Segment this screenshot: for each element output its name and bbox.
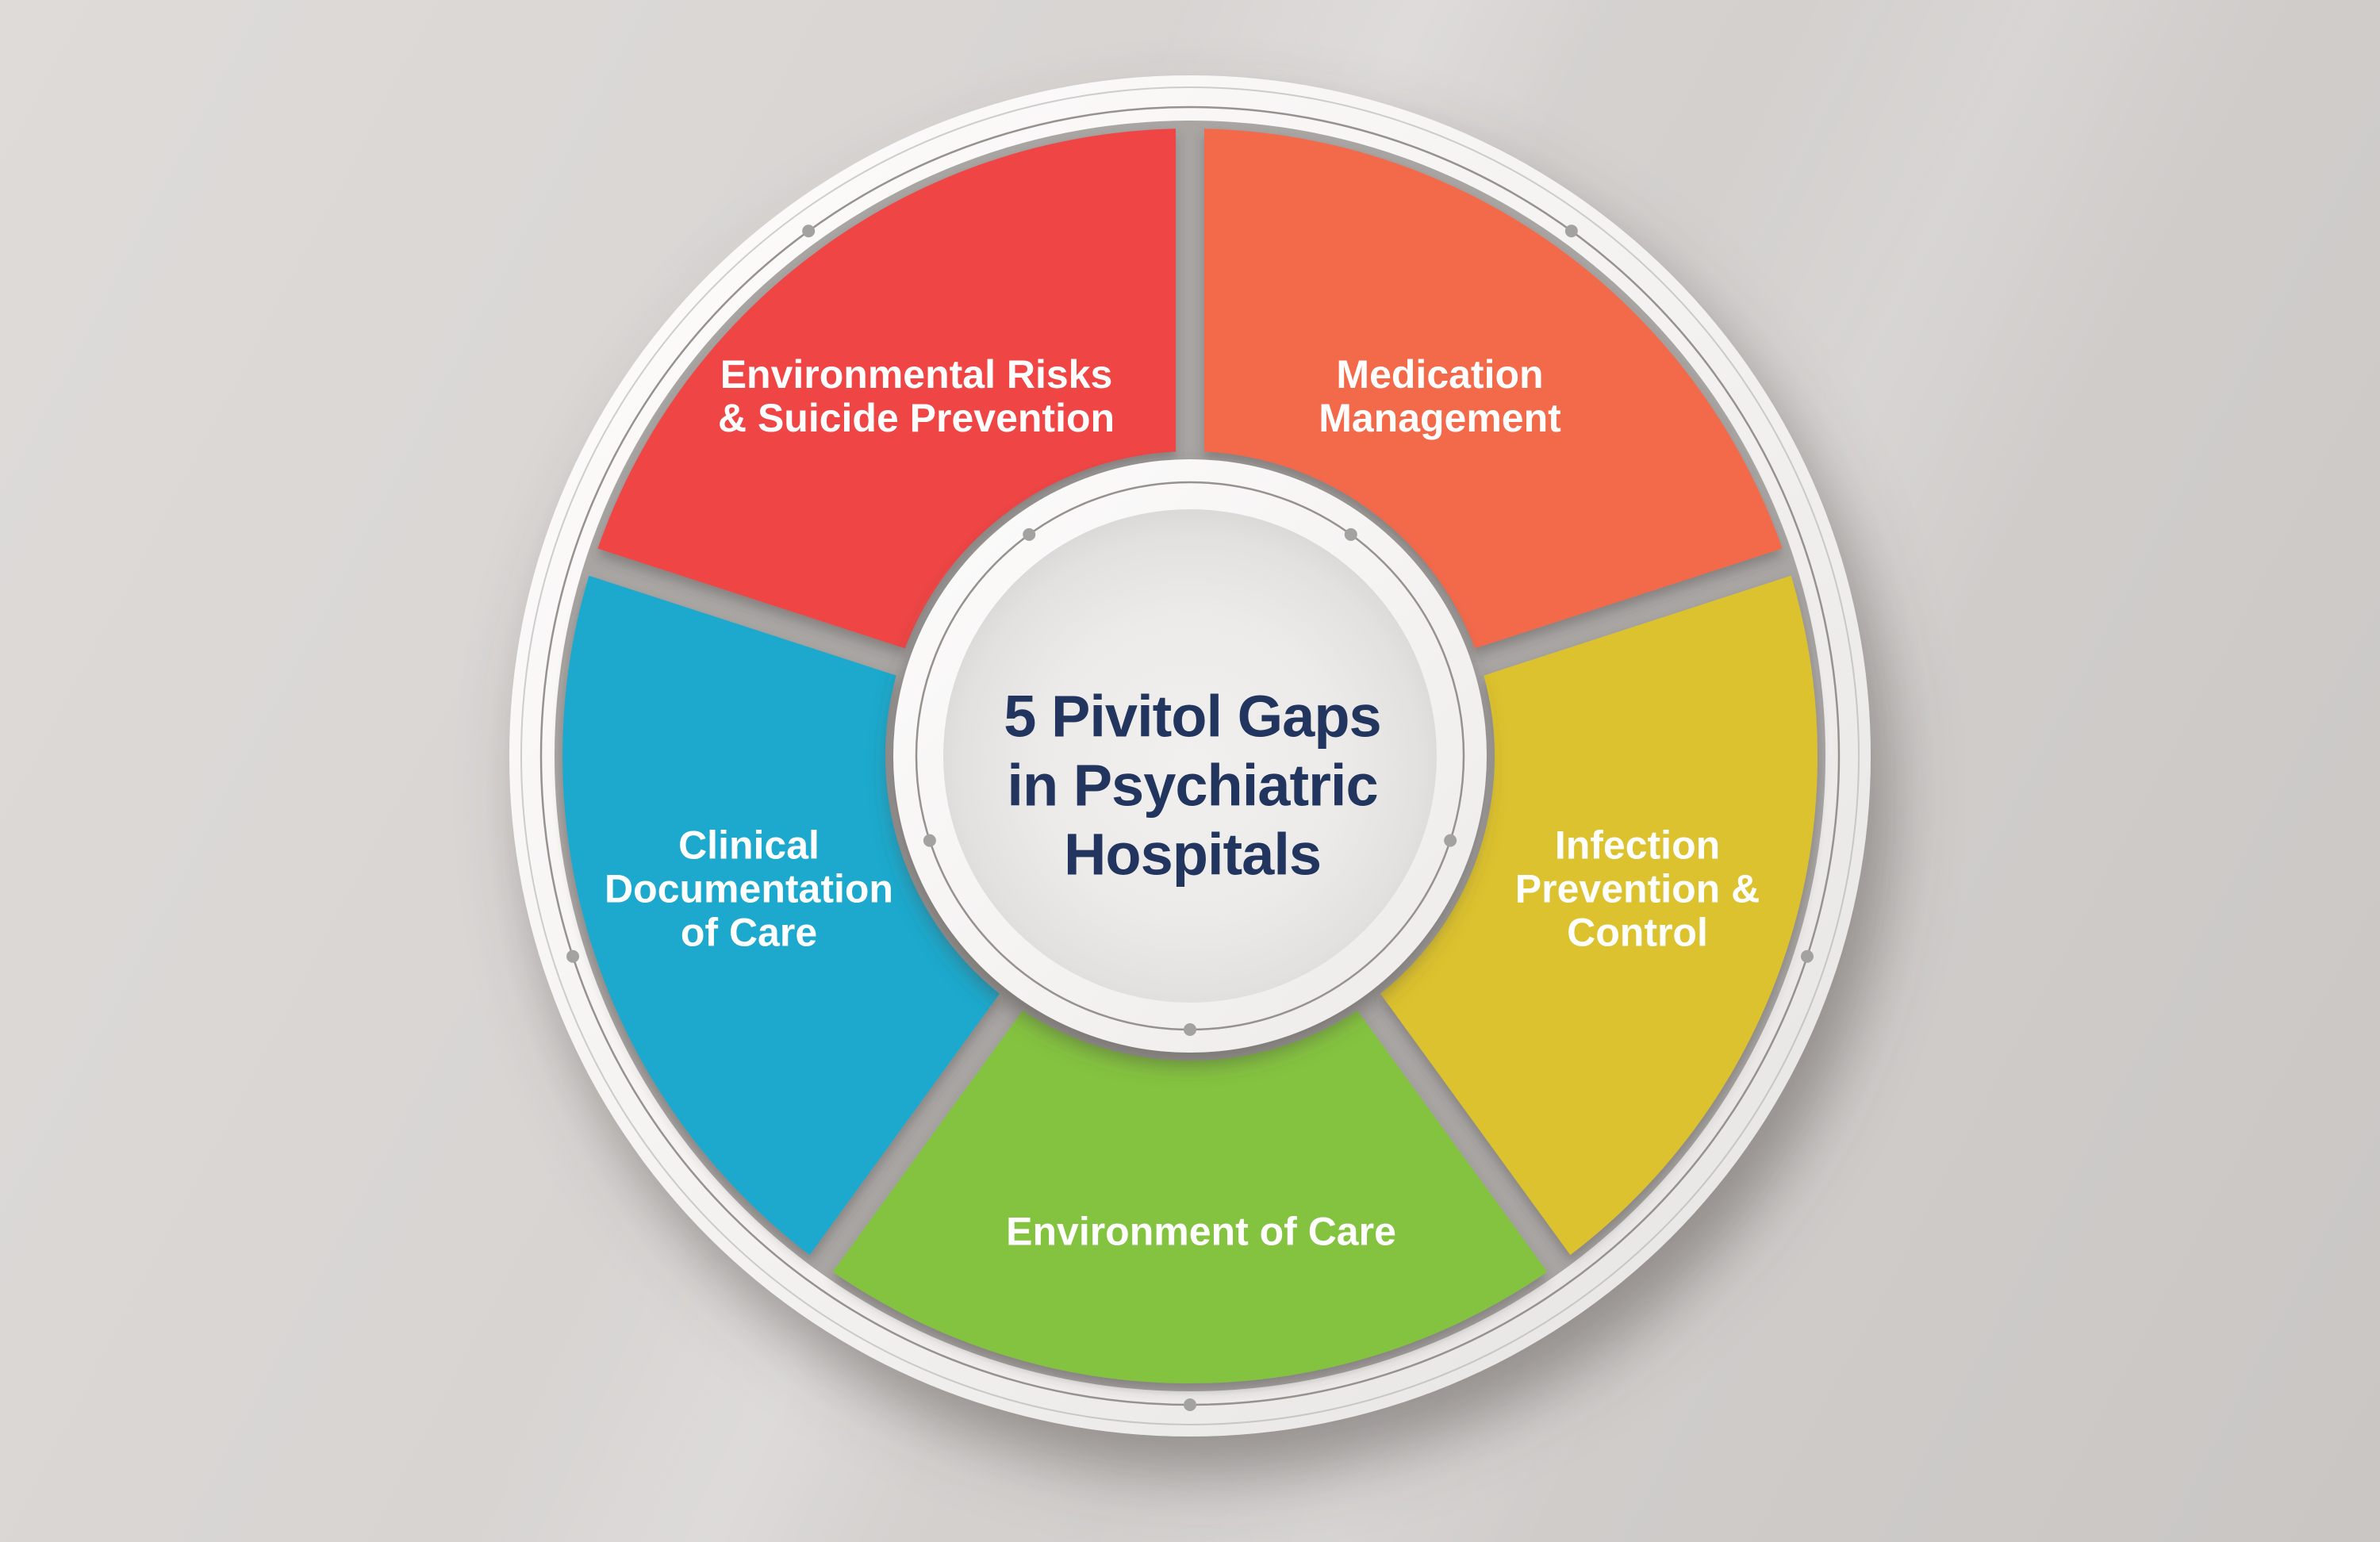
outer-ring-marker-dot bbox=[1800, 949, 1814, 963]
outer-ring-marker-dot bbox=[1184, 1398, 1196, 1411]
segment-label-medication-management: Medication Management bbox=[1319, 352, 1561, 440]
hub-ring-marker-dot bbox=[1023, 527, 1036, 541]
wheel-bevel-line bbox=[520, 86, 1860, 1425]
segment-wedge-infection-prevention-control bbox=[1380, 575, 1818, 1256]
segment-label-infection-prevention-control: Infection Prevention & Control bbox=[1514, 823, 1760, 955]
segment-label-clinical-documentation-of-care: Clinical Documentation of Care bbox=[605, 823, 893, 955]
hub-ring-marker-dot bbox=[1444, 834, 1457, 847]
hub-inner-disc bbox=[943, 509, 1437, 1003]
segment-wedge-clinical-documentation-of-care bbox=[562, 575, 1000, 1256]
hub-title-line: in Psychiatric bbox=[1007, 752, 1378, 819]
segment-wedge-environment-of-care bbox=[832, 1010, 1548, 1384]
segment-label-environment-of-care: Environment of Care bbox=[1006, 1209, 1396, 1254]
outer-ring-marker-dot bbox=[802, 224, 816, 238]
hub-title: 5 Pivitol Gaps in Psychiatric Hospitals bbox=[1004, 682, 1381, 889]
outer-ring-marker-dot bbox=[566, 949, 580, 963]
hub-ring-marker-dot bbox=[1184, 1023, 1196, 1036]
hub-title-line: 5 Pivitol Gaps bbox=[1004, 683, 1381, 750]
hub-title-line: Hospitals bbox=[1063, 821, 1322, 888]
segment-wedges bbox=[562, 128, 1818, 1384]
segment-wedge-environmental-risks-suicide-prevention bbox=[597, 128, 1176, 649]
outer-ring-marker-dot bbox=[1564, 224, 1578, 238]
hub-ring-marker-dot bbox=[923, 834, 936, 847]
segment-label-environmental-risks-suicide-prevention: Environmental Risks & Suicide Prevention bbox=[717, 352, 1115, 440]
segment-wedge-medication-management bbox=[1204, 128, 1783, 649]
hub-ring-marker-dot bbox=[1344, 527, 1357, 541]
